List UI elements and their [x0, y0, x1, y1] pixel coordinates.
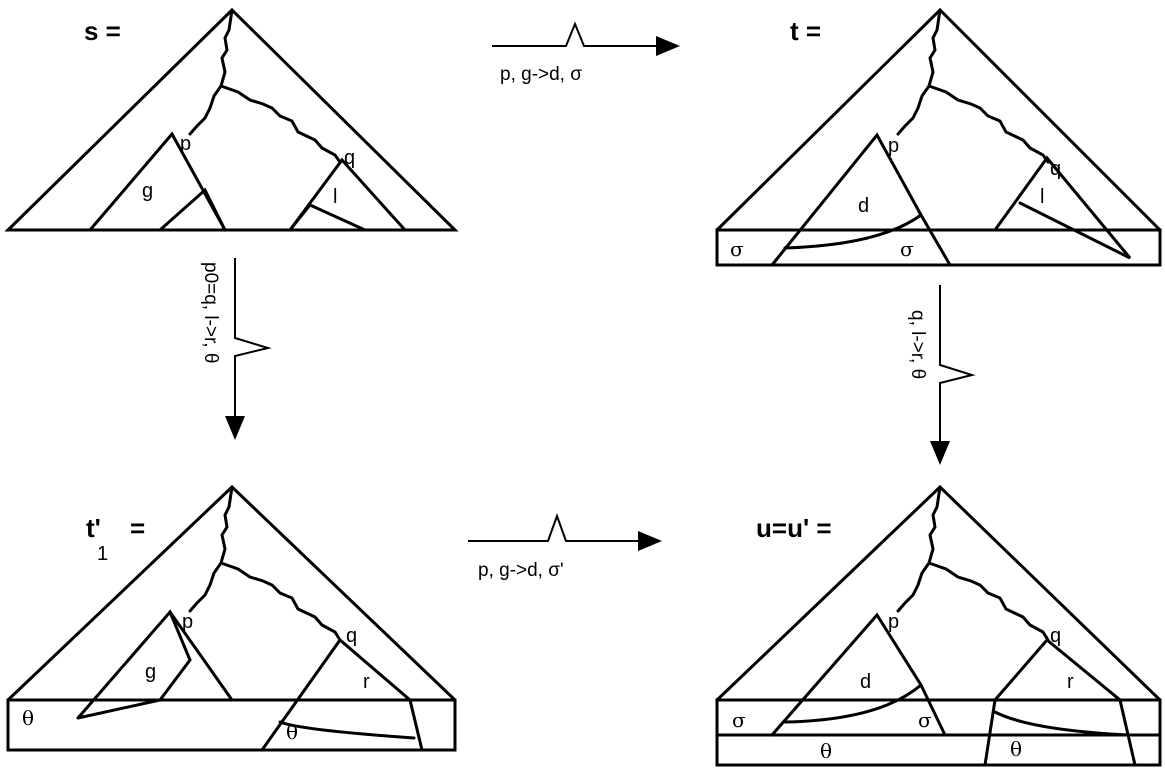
panel-u-d-curve	[783, 683, 923, 724]
panel-t-sigma-band	[715, 228, 1162, 267]
panel-u-branch	[927, 561, 1050, 642]
panel-u-r-curve	[993, 710, 1130, 737]
arrow-left: p0=q, l->r, θ	[200, 258, 272, 440]
arrow-bottom-head	[638, 531, 662, 551]
panel-u-label-q: q	[1050, 625, 1061, 647]
arrow-right-head	[930, 441, 950, 465]
panel-s-subtree-l	[288, 157, 407, 232]
panel-t1-triangle	[6, 484, 457, 702]
panel-s-g-inner	[158, 187, 227, 232]
panel-t1-r-curve	[278, 720, 416, 740]
arrow-top-head	[656, 36, 680, 56]
panel-t1-branch	[219, 561, 342, 642]
panel-s-subtree-g	[88, 131, 227, 232]
panel-s-label-l: l	[333, 186, 337, 208]
arrow-top: p, g->d, σ	[492, 21, 680, 85]
arrow-right-label: q, l->r, θ	[907, 310, 928, 379]
panel-t-trunk	[896, 8, 942, 136]
arrow-right: q, l->r, θ	[907, 285, 976, 465]
panel-t: t = p q d l σ σ	[715, 7, 1162, 267]
panel-t1-label-theta-left: θ	[22, 706, 34, 730]
panel-t-branch	[927, 84, 1050, 164]
panel-s-label-p: p	[180, 133, 191, 155]
panel-t1-label-p: p	[182, 611, 193, 633]
panel-t1-subtree-g	[76, 609, 192, 720]
panel-t1-g-edge	[168, 610, 282, 702]
arrow-top-line	[492, 21, 660, 47]
panel-t1-label-g: g	[145, 661, 156, 683]
panel-t1-equals: =	[130, 513, 145, 543]
panel-t-subtree-l	[993, 155, 1132, 260]
panel-t-label-d: d	[858, 195, 869, 217]
panel-t-subtree-d	[770, 132, 952, 267]
panel-t-d-curve	[783, 213, 923, 250]
arrow-left-label-group: p0=q, l->r, θ	[200, 262, 221, 363]
panel-t1-trunk	[188, 485, 234, 613]
panel-s-l-inner	[288, 203, 367, 232]
panel-u-label-theta-mid: θ	[820, 739, 832, 763]
panel-u-label-r: r	[1067, 671, 1074, 693]
panel-t-label-p: p	[888, 135, 899, 157]
panel-s: s = p q g l	[4, 7, 459, 232]
panel-t1: t' 1 = p q g r θ θ	[6, 484, 457, 752]
panel-u-trunk	[896, 485, 942, 613]
arrow-left-head	[225, 416, 245, 440]
arrow-left-label: p0=q, l->r, θ	[200, 262, 221, 363]
panel-u-subtree-r	[993, 637, 1137, 767]
arrow-bottom: p, g->d, σ'	[468, 513, 662, 581]
panel-u-label-p: p	[888, 611, 899, 633]
panel-t1-subscript: 1	[97, 543, 108, 565]
arrow-right-line	[939, 285, 976, 445]
panel-u: u=u' = p q d r σ σ θ θ	[715, 484, 1162, 767]
panel-s-triangle	[4, 7, 459, 232]
panel-t-label-sigma-mid: σ	[900, 237, 914, 261]
arrow-right-label-group: q, l->r, θ	[907, 310, 928, 379]
panel-t-label-q: q	[1050, 158, 1061, 180]
panel-u-sigma-band	[715, 698, 1162, 737]
panel-t1-theta-band	[6, 698, 457, 752]
panel-u-label-theta-right: θ	[1010, 737, 1022, 761]
panel-u-label-d: d	[860, 671, 871, 693]
panel-u-subtree-d	[770, 612, 947, 737]
panel-s-trunk	[188, 8, 234, 136]
panel-u-r-inner	[983, 698, 997, 767]
panel-t-title: t =	[790, 16, 821, 46]
panel-u-title: u=u' =	[756, 513, 832, 543]
panel-s-label-q: q	[344, 147, 355, 169]
panel-t1-label-r: r	[363, 671, 370, 693]
arrow-left-line	[234, 258, 272, 418]
panel-s-branch	[219, 84, 342, 164]
panel-u-label-sigma-left: σ	[732, 708, 746, 732]
panel-s-title: s =	[84, 16, 121, 46]
arrow-bottom-label: p, g->d, σ'	[478, 560, 564, 581]
arrow-top-label: p, g->d, σ	[500, 64, 582, 85]
panel-t1-title: t'	[86, 513, 101, 543]
arrow-bottom-line	[468, 513, 640, 542]
panel-t1-label-theta-right: θ	[286, 720, 298, 744]
panel-t-label-l: l	[1040, 186, 1044, 208]
panel-t1-label-q: q	[346, 625, 357, 647]
panel-u-theta-band	[715, 733, 1162, 767]
panel-t-triangle	[715, 7, 1162, 232]
panel-t1-subtree-r	[260, 637, 424, 752]
panel-s-label-g: g	[142, 180, 153, 202]
panel-u-label-sigma-mid: σ	[918, 708, 932, 732]
panel-t-label-sigma-left: σ	[730, 237, 744, 261]
